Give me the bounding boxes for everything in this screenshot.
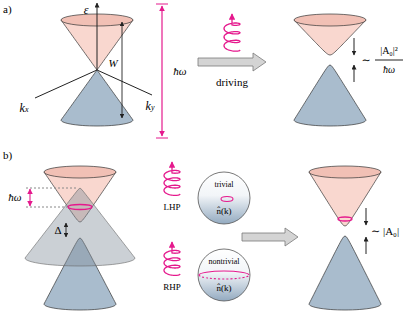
- gap-label: ∼ |A₀|: [371, 226, 399, 237]
- trajectory-loop: [199, 275, 249, 279]
- sphere-outline: [197, 248, 251, 302]
- axis-label: ε: [84, 4, 89, 16]
- gap-arrow: [354, 38, 355, 55]
- trajectory-loop: [199, 271, 249, 275]
- driving-label: driving: [216, 77, 248, 88]
- sphere-title: trivial: [214, 181, 233, 189]
- bandwidth-arrow: [122, 22, 123, 118]
- bloch-sphere: trivial n̂(k): [197, 171, 251, 225]
- panel-label: a): [3, 4, 12, 15]
- result-arrow: [242, 228, 298, 246]
- driven-conduction-band-rim: [309, 166, 381, 178]
- sphere-surface: [198, 249, 250, 301]
- sphere-surface: [198, 172, 250, 224]
- level-line: [26, 188, 76, 189]
- left-handed-polarization: [164, 162, 180, 195]
- frequency-label: ħω: [173, 66, 186, 77]
- panel-label: b): [3, 150, 12, 161]
- energy-axis: [97, 3, 98, 70]
- level-line: [26, 207, 67, 208]
- scaling-sign: ∼: [361, 55, 370, 66]
- gapped-conduction-band-rim: [294, 14, 366, 26]
- frequency-cap: [156, 138, 168, 139]
- gap-arrow: [354, 65, 355, 82]
- polarization-label: LHP: [163, 203, 180, 212]
- vector-label: n̂(k): [217, 284, 232, 293]
- replica-band: [25, 188, 135, 266]
- polarization-label: RHP: [163, 283, 181, 292]
- sphere-title: nontrivial: [208, 258, 239, 266]
- resonance-ring: [68, 205, 92, 210]
- axis-label: kx: [20, 102, 29, 114]
- frequency-arrow: [161, 6, 162, 136]
- frequency-label: ħω: [8, 192, 21, 203]
- bloch-sphere: nontrivial n̂(k): [197, 248, 251, 302]
- resonance-ring: [338, 217, 352, 221]
- fraction-bar: [375, 60, 403, 61]
- axis-label: ky: [146, 100, 155, 112]
- gapped-valence-band: [294, 65, 366, 126]
- gap-denominator: ħω: [383, 65, 395, 75]
- frequency-arrow: [29, 189, 30, 206]
- gap-arrow: [366, 208, 367, 225]
- gap-arrow: [366, 237, 367, 254]
- circular-polarization: [224, 14, 240, 51]
- sphere-outline: [197, 171, 251, 225]
- trajectory-loop: [221, 197, 233, 202]
- driving-arrow: [198, 53, 266, 71]
- driven-conduction-band: [309, 172, 381, 226]
- vector-label: n̂(k): [217, 207, 232, 216]
- gap-numerator: |A₀|²: [380, 46, 398, 56]
- floquet-conduction-band-rim: [44, 166, 116, 178]
- bandwidth-label: W: [108, 58, 117, 69]
- gap-arrow: [66, 223, 67, 237]
- frequency-cap: [156, 4, 168, 5]
- gap-label: Δ: [54, 225, 61, 236]
- kx-axis: [35, 70, 97, 98]
- driven-valence-band: [309, 236, 381, 310]
- right-handed-polarization: [164, 242, 180, 275]
